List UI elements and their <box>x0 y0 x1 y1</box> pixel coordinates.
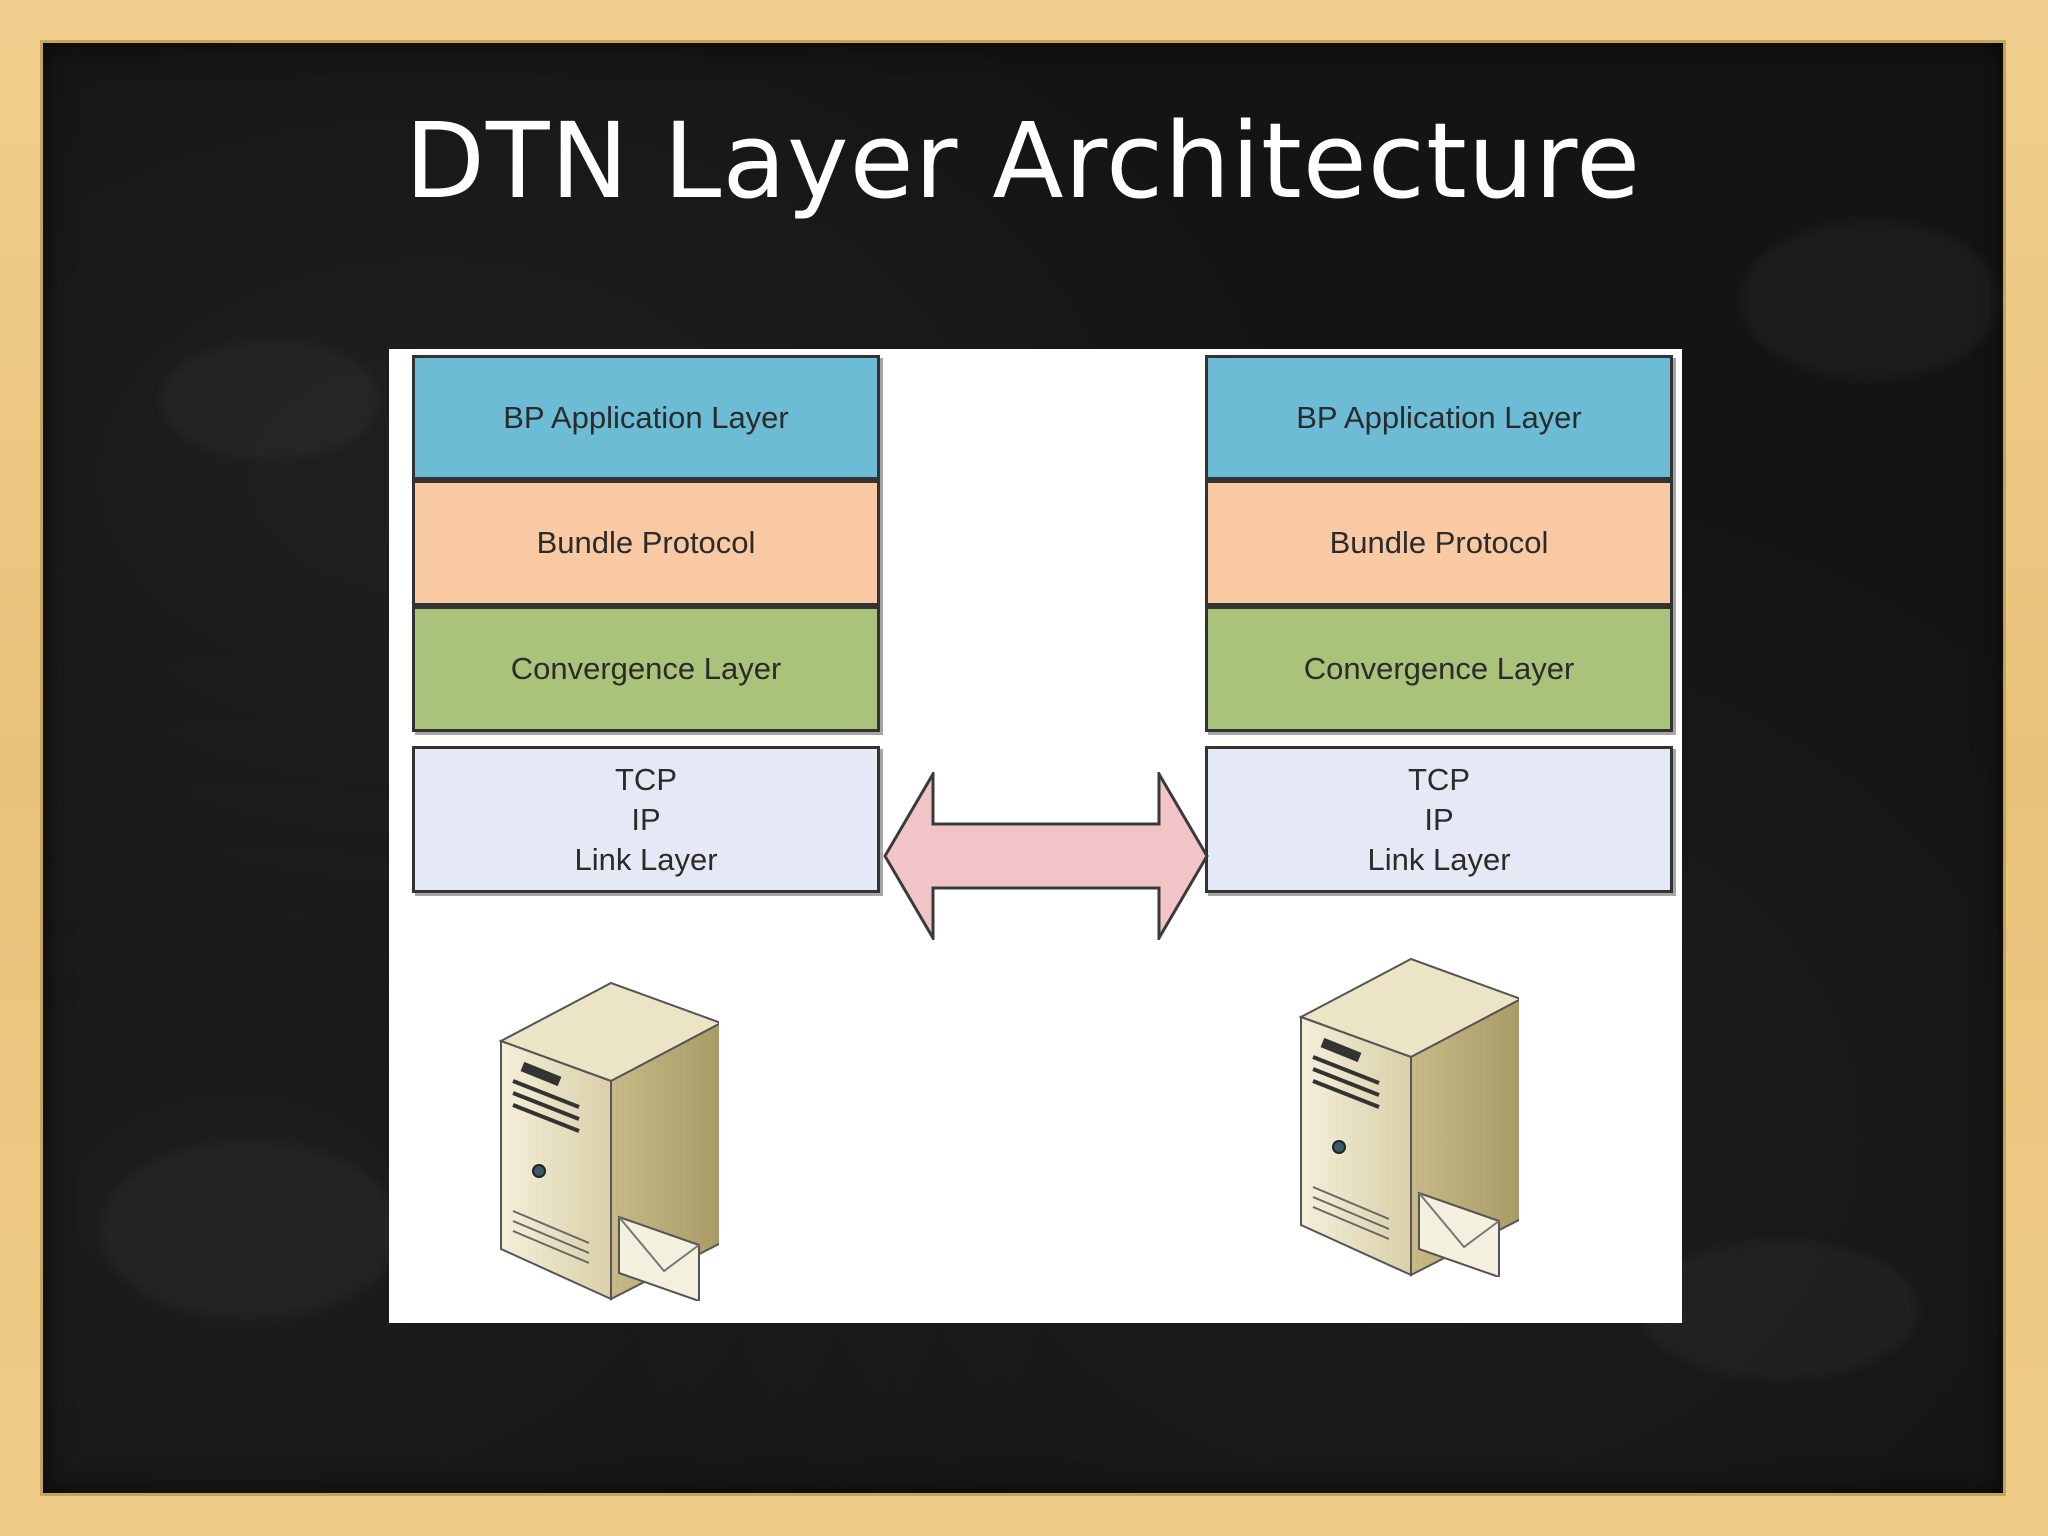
right-link-layer-label: Link Layer <box>1367 841 1511 877</box>
right-ip-label: IP <box>1424 801 1454 837</box>
envelope-icon <box>1418 1191 1500 1277</box>
slide-title: DTN Layer Architecture <box>404 100 1642 222</box>
left-link-layer-label: Link Layer <box>574 841 718 877</box>
left-transport-layer: TCP IP Link Layer <box>412 746 880 893</box>
left-ip-label: IP <box>631 801 661 837</box>
chalk-smudge <box>160 340 380 460</box>
right-bundle-protocol-layer: Bundle Protocol <box>1205 480 1673 606</box>
dtn-diagram: BP Application Layer Bundle Protocol Con… <box>389 349 1682 1323</box>
left-convergence-layer: Convergence Layer <box>412 606 880 732</box>
left-bundle-protocol-layer: Bundle Protocol <box>412 480 880 606</box>
chalk-smudge <box>100 1140 400 1320</box>
chalk-smudge <box>1740 220 2000 380</box>
right-tcp-label: TCP <box>1408 761 1470 797</box>
left-server-icon <box>499 981 719 1301</box>
right-transport-layer: TCP IP Link Layer <box>1205 746 1673 893</box>
right-server-icon <box>1299 957 1519 1277</box>
arrow-shape <box>883 772 1209 940</box>
double-headed-arrow-icon <box>883 772 1209 940</box>
chalkboard: DTN Layer Architecture BP Application La… <box>40 40 2006 1496</box>
right-bp-application-layer: BP Application Layer <box>1205 355 1673 480</box>
chalk-smudge <box>1640 1240 1920 1380</box>
left-tcp-label: TCP <box>615 761 677 797</box>
envelope-icon <box>618 1215 700 1301</box>
left-bp-application-layer: BP Application Layer <box>412 355 880 480</box>
right-convergence-layer: Convergence Layer <box>1205 606 1673 732</box>
